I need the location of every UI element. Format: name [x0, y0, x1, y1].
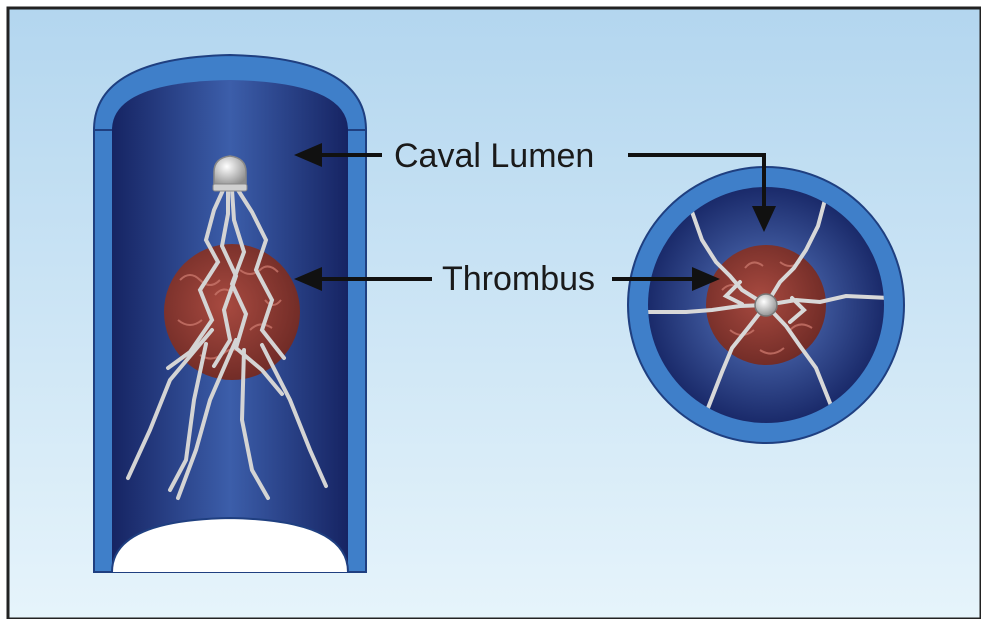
filter-hub-cross-section: [755, 294, 777, 316]
label-caval-lumen: Caval Lumen: [394, 137, 594, 175]
label-thrombus: Thrombus: [442, 260, 595, 298]
filter-apex-longitudinal: [213, 156, 247, 191]
